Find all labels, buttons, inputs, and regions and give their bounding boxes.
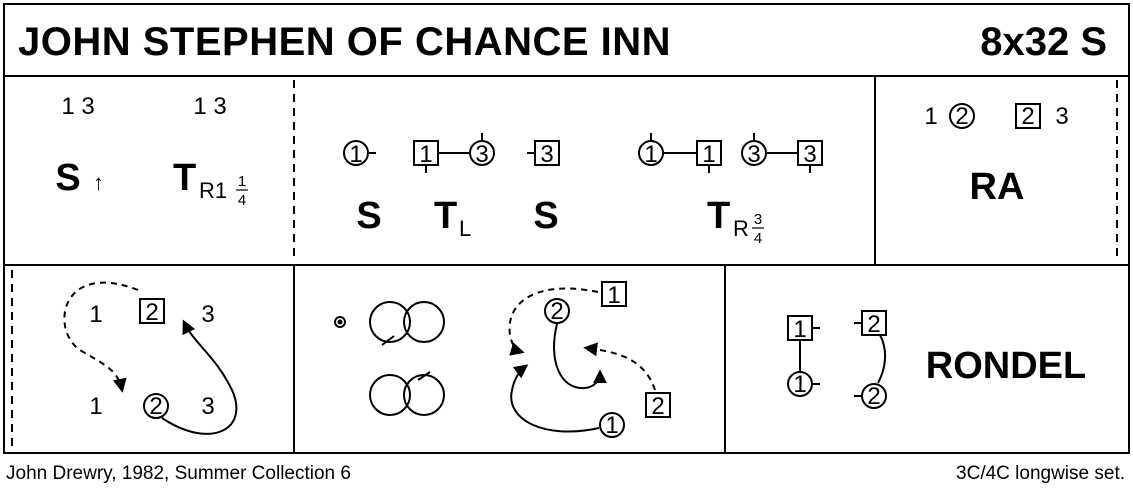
turn-frac-den: 4 — [754, 230, 762, 247]
svg-text:1: 1 — [605, 412, 618, 439]
turn-sub: L — [459, 216, 471, 241]
credit-line: John Drewry, 1982, Summer Collection 6 — [6, 463, 351, 484]
svg-text:1: 1 — [89, 393, 102, 420]
dance-title: JOHN STEPHEN OF CHANCE INN — [18, 20, 672, 64]
svg-text:3: 3 — [201, 301, 214, 328]
svg-text:1: 1 — [644, 141, 657, 168]
turn-label: T — [173, 157, 196, 199]
setting-label: S — [356, 195, 381, 237]
svg-text:1: 1 — [924, 103, 937, 130]
turn-frac-den: 4 — [238, 192, 246, 209]
figure-rondel: 1 1 2 2 RONDEL — [787, 310, 1086, 410]
turn-sub: R1 — [199, 178, 227, 203]
figure-setting: 1 3 S ↑ — [55, 93, 104, 199]
svg-text:3: 3 — [540, 141, 553, 168]
svg-text:2: 2 — [1021, 103, 1034, 130]
svg-text:2: 2 — [867, 383, 880, 410]
svg-text:3: 3 — [747, 141, 760, 168]
svg-text:3: 3 — [201, 393, 214, 420]
svg-text:1: 1 — [793, 371, 806, 398]
svg-text:1: 1 — [702, 141, 715, 168]
bar2-dancer-numbers: 1 1 3 3 1 1 3 3 — [349, 141, 816, 168]
bar2-labels: S T L S T R 3 4 — [356, 195, 764, 247]
svg-text:3: 3 — [1055, 103, 1068, 130]
bar2-formation — [343, 133, 823, 173]
setting-label: S — [55, 157, 80, 199]
svg-text:2: 2 — [955, 103, 968, 130]
figure-label: RA — [970, 166, 1025, 208]
svg-text:2: 2 — [867, 311, 880, 338]
set-formation: 3C/4C longwise set. — [956, 463, 1125, 484]
advance-arrow: ↑ — [93, 170, 104, 195]
svg-text:2: 2 — [145, 299, 158, 326]
bar-separators — [11, 80, 1118, 450]
bar5-loops — [334, 301, 445, 416]
svg-text:1: 1 — [793, 316, 806, 343]
turn-sub: R — [733, 216, 749, 241]
turn-frac-num: 1 — [238, 173, 246, 190]
dance-code: 8x32 S — [980, 20, 1107, 64]
turn-frac-num: 3 — [754, 211, 762, 228]
setting-label: S — [533, 195, 558, 237]
svg-text:1: 1 — [419, 141, 432, 168]
figure-label: RONDEL — [926, 345, 1086, 387]
svg-text:1: 1 — [89, 301, 102, 328]
bar4-diagram: 1 2 3 1 2 3 — [63, 281, 238, 435]
bar1-dancers-right: 1 3 — [193, 93, 226, 120]
svg-text:3: 3 — [475, 141, 488, 168]
figure-right-hands-across: 1 2 2 3 RA — [924, 103, 1069, 208]
svg-text:2: 2 — [651, 393, 664, 420]
bar1-dancers-left: 1 3 — [61, 93, 94, 120]
svg-text:2: 2 — [149, 393, 162, 420]
turn-label: T — [434, 195, 457, 237]
figure-turn-r1q: 1 3 T R1 1 4 — [173, 93, 248, 209]
turn-label: T — [707, 195, 730, 237]
svg-text:3: 3 — [803, 141, 816, 168]
svg-text:1: 1 — [607, 282, 620, 309]
svg-text:1: 1 — [349, 141, 362, 168]
card-frame — [3, 3, 1130, 454]
bar6-diagram: 1 2 2 1 — [508, 281, 671, 439]
svg-text:2: 2 — [550, 298, 563, 325]
